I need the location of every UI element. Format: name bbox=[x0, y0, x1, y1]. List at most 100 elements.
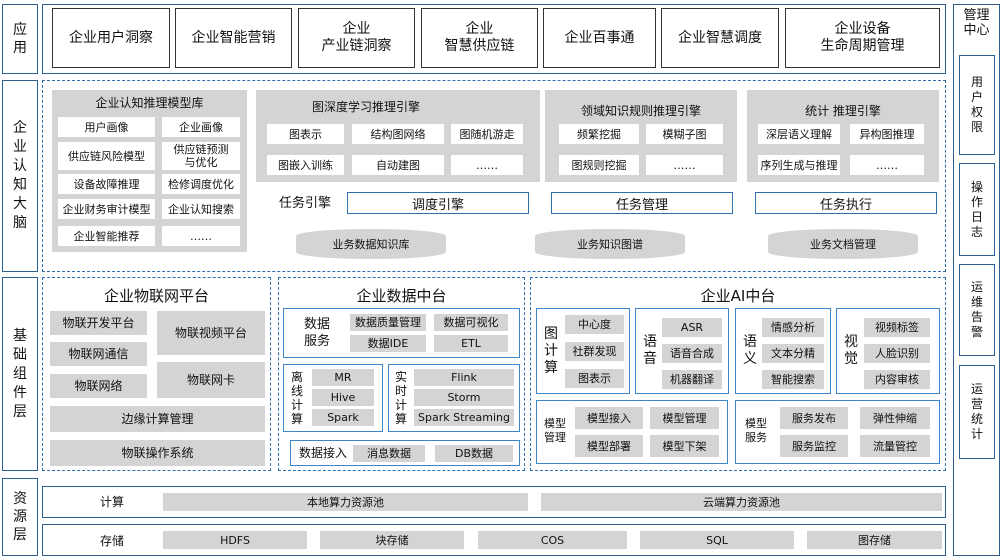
stat-item[interactable]: 深层语义理解 bbox=[758, 124, 840, 144]
stat-item[interactable]: …… bbox=[850, 155, 924, 175]
graph-dl-item[interactable]: 图随机游走 bbox=[451, 124, 523, 144]
offline-compute-group bbox=[283, 364, 383, 432]
model-mgmt-label: 模型 管理 bbox=[544, 417, 566, 444]
domain-rule-item[interactable]: 模糊子图 bbox=[646, 124, 723, 144]
model-item[interactable]: 用户画像 bbox=[58, 117, 155, 137]
data-ingest-item[interactable]: 消息数据 bbox=[353, 445, 425, 462]
storage-item[interactable]: 图存储 bbox=[807, 531, 942, 549]
app-box[interactable]: 企业智慧调度 bbox=[661, 8, 779, 68]
task-box-manager[interactable]: 任务管理 bbox=[551, 192, 733, 214]
app-box[interactable]: 企业 智慧供应链 bbox=[421, 8, 538, 68]
model-item[interactable]: 企业画像 bbox=[162, 117, 240, 137]
mgmt-item-user-permission[interactable]: 用 户 权 限 bbox=[959, 55, 995, 155]
model-item[interactable]: …… bbox=[162, 226, 240, 246]
vision-item[interactable]: 视频标签 bbox=[864, 318, 930, 337]
stat-item[interactable]: 异构图推理 bbox=[850, 124, 924, 144]
model-item[interactable]: 检修调度优化 bbox=[162, 174, 240, 194]
model-svc-item[interactable]: 流量管控 bbox=[860, 435, 930, 457]
realtime-compute-item[interactable]: Flink bbox=[414, 369, 514, 386]
speech-item[interactable]: 机器翻译 bbox=[662, 370, 722, 389]
iot-item[interactable]: 边缘计算管理 bbox=[50, 406, 265, 432]
storage-item[interactable]: COS bbox=[478, 531, 627, 549]
offline-compute-item[interactable]: MR bbox=[312, 369, 374, 386]
model-svc-item[interactable]: 弹性伸缩 bbox=[860, 407, 930, 429]
semantic-item[interactable]: 情感分析 bbox=[762, 318, 824, 337]
speech-item[interactable]: ASR bbox=[662, 318, 722, 337]
ai-center-title: 企业AI中台 bbox=[700, 286, 776, 305]
graph-compute-item[interactable]: 中心度 bbox=[565, 315, 624, 334]
semantic-item[interactable]: 文本分精 bbox=[762, 344, 824, 363]
storage-item[interactable]: 块存储 bbox=[320, 531, 464, 549]
storage-item[interactable]: HDFS bbox=[163, 531, 307, 549]
model-library-title: 企业认知推理模型库 bbox=[95, 95, 204, 110]
model-item[interactable]: 企业财务审计模型 bbox=[58, 199, 155, 219]
compute-pool[interactable]: 云端算力资源池 bbox=[541, 493, 942, 511]
iot-item[interactable]: 物联开发平台 bbox=[50, 311, 147, 335]
layer-label-resource-text: 资 源 层 bbox=[13, 491, 27, 543]
model-mgmt-item[interactable]: 模型下架 bbox=[650, 435, 719, 457]
data-ingest-item[interactable]: DB数据 bbox=[435, 445, 513, 462]
app-box[interactable]: 企业用户洞察 bbox=[52, 8, 170, 68]
iot-item[interactable]: 物联视频平台 bbox=[157, 311, 265, 355]
model-item[interactable]: 供应链预测 与优化 bbox=[162, 142, 240, 170]
model-item[interactable]: 设备故障推理 bbox=[58, 174, 155, 194]
iot-item[interactable]: 物联网通信 bbox=[50, 342, 147, 366]
app-box[interactable]: 企业智能营销 bbox=[175, 8, 292, 68]
model-svc-label: 模型 服务 bbox=[745, 417, 767, 444]
task-box-executor[interactable]: 任务执行 bbox=[755, 192, 937, 214]
app-box[interactable]: 企业设备 生命周期管理 bbox=[785, 8, 940, 68]
iot-item[interactable]: 物联网卡 bbox=[157, 362, 265, 398]
domain-rule-item[interactable]: …… bbox=[646, 155, 723, 175]
data-center-title: 企业数据中台 bbox=[356, 286, 447, 305]
graph-dl-item[interactable]: 图表示 bbox=[267, 124, 344, 144]
speech-item[interactable]: 语音合成 bbox=[662, 344, 722, 363]
semantic-label: 语 义 bbox=[743, 334, 757, 367]
storage-item[interactable]: SQL bbox=[640, 531, 794, 549]
iot-item[interactable]: 物联网络 bbox=[50, 374, 147, 398]
offline-compute-item[interactable]: Hive bbox=[312, 389, 374, 406]
app-box[interactable]: 企业 产业链洞察 bbox=[298, 8, 415, 68]
model-item[interactable]: 供应链风险模型 bbox=[58, 142, 155, 170]
realtime-compute-item[interactable]: Storm bbox=[414, 389, 514, 406]
model-mgmt-item[interactable]: 模型管理 bbox=[650, 407, 719, 429]
mgmt-item-operation-log[interactable]: 操 作 日 志 bbox=[959, 163, 995, 256]
semantic-item[interactable]: 智能搜索 bbox=[762, 370, 824, 389]
model-mgmt-item[interactable]: 模型接入 bbox=[575, 407, 643, 429]
model-item[interactable]: 企业认知搜索 bbox=[162, 199, 240, 219]
graph-compute-item[interactable]: 图表示 bbox=[565, 369, 624, 388]
mgmt-center-title: 管理 中心 bbox=[963, 8, 990, 38]
data-ingest-group bbox=[290, 440, 520, 466]
knowledge-graph-store[interactable]: 业务知识图谱 bbox=[535, 229, 685, 259]
model-mgmt-item[interactable]: 模型部署 bbox=[575, 435, 643, 457]
domain-rule-item[interactable]: 频繁挖掘 bbox=[559, 124, 639, 144]
task-box-scheduler[interactable]: 调度引擎 bbox=[347, 192, 529, 214]
iot-item[interactable]: 物联操作系统 bbox=[50, 440, 265, 466]
data-service-item[interactable]: 数据IDE bbox=[350, 335, 426, 352]
app-box[interactable]: 企业百事通 bbox=[543, 8, 656, 68]
graph-dl-item[interactable]: 结构图网络 bbox=[352, 124, 444, 144]
stat-item[interactable]: 序列生成与推理 bbox=[758, 155, 840, 175]
data-service-item[interactable]: 数据质量管理 bbox=[350, 314, 426, 331]
vision-item[interactable]: 内容审核 bbox=[864, 370, 930, 389]
realtime-compute-item[interactable]: Spark Streaming bbox=[414, 409, 514, 426]
model-item[interactable]: 企业智能推荐 bbox=[58, 226, 155, 246]
graph-dl-item[interactable]: 图嵌入训练 bbox=[267, 155, 344, 175]
graph-dl-item[interactable]: 自动建图 bbox=[352, 155, 444, 175]
layer-label-app: 应 用 bbox=[2, 4, 38, 74]
data-service-item[interactable]: 数据可视化 bbox=[434, 314, 508, 331]
model-svc-item[interactable]: 服务监控 bbox=[780, 435, 848, 457]
offline-compute-item[interactable]: Spark bbox=[312, 409, 374, 426]
storage-row-frame bbox=[42, 524, 946, 556]
compute-pool[interactable]: 本地算力资源池 bbox=[163, 493, 528, 511]
data-service-item[interactable]: ETL bbox=[434, 335, 508, 352]
document-store[interactable]: 业务文档管理 bbox=[768, 229, 918, 259]
model-svc-item[interactable]: 服务发布 bbox=[780, 407, 848, 429]
mgmt-item-ops-stats[interactable]: 运 营 统 计 bbox=[959, 365, 995, 459]
layer-label-brain-text: 企 业 认 知 大 脑 bbox=[13, 120, 27, 231]
vision-item[interactable]: 人脸识别 bbox=[864, 344, 930, 363]
graph-dl-item[interactable]: …… bbox=[451, 155, 523, 175]
mgmt-item-ops-alert[interactable]: 运 维 告 警 bbox=[959, 264, 995, 356]
knowledge-base-store[interactable]: 业务数据知识库 bbox=[296, 229, 446, 259]
domain-rule-item[interactable]: 图规则挖掘 bbox=[559, 155, 639, 175]
graph-compute-item[interactable]: 社群发现 bbox=[565, 342, 624, 361]
